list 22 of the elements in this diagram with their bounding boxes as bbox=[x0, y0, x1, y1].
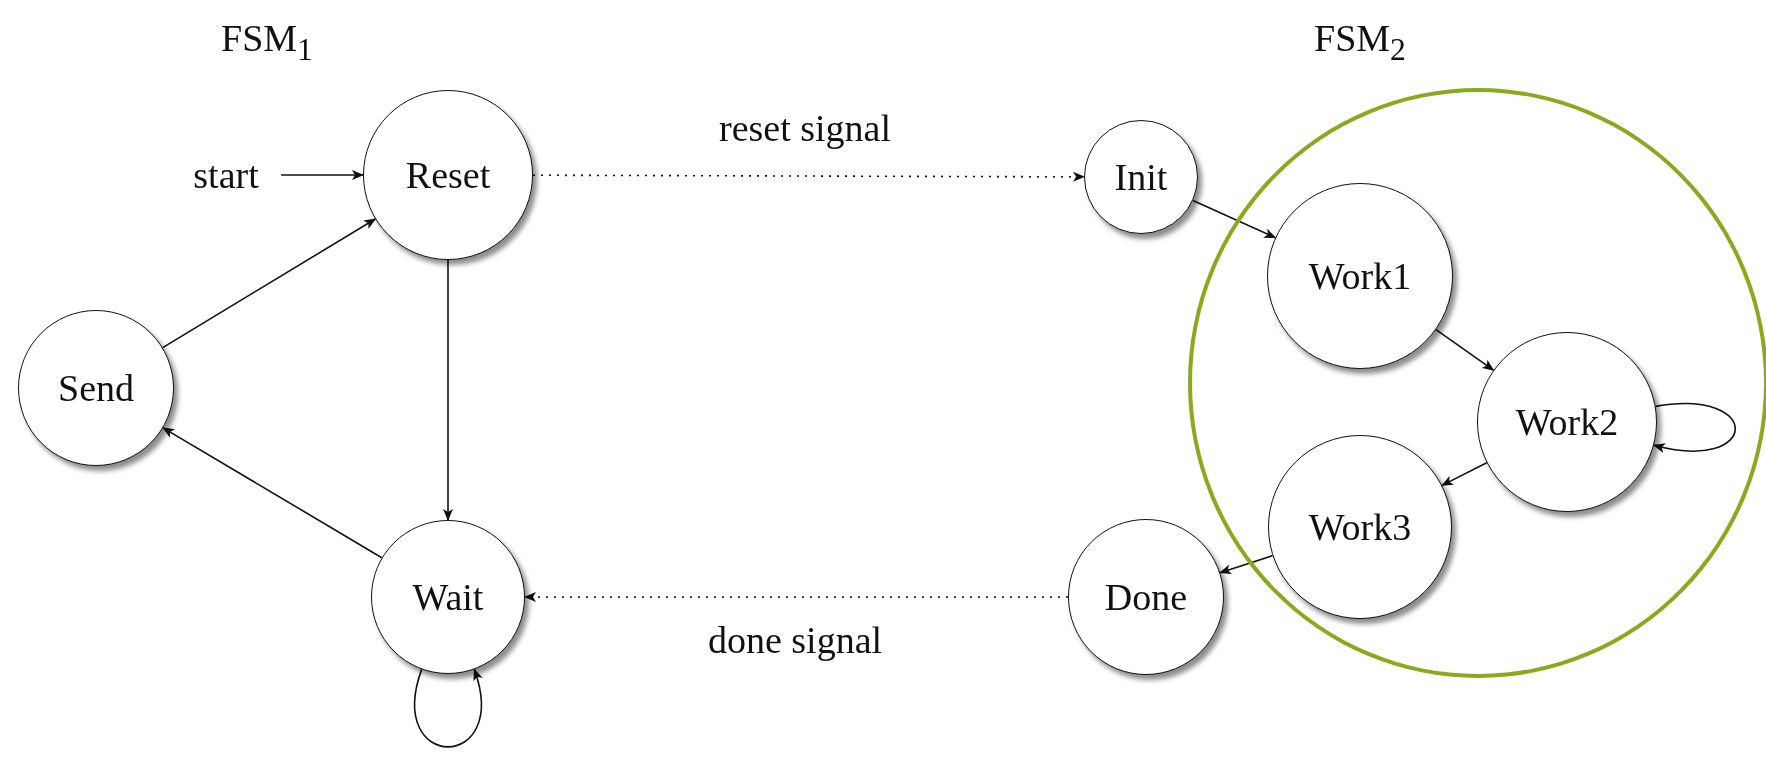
arrow bbox=[1441, 461, 1488, 487]
state-circle: Wait bbox=[371, 520, 525, 674]
arrow bbox=[1219, 554, 1274, 575]
arrow bbox=[532, 171, 1085, 182]
arrow bbox=[162, 427, 383, 559]
state-circle: Send bbox=[18, 310, 174, 466]
arrow bbox=[1652, 402, 1737, 453]
state-circle: Reset bbox=[363, 90, 533, 260]
arrow bbox=[1435, 328, 1495, 371]
arrow bbox=[414, 668, 482, 748]
arrow bbox=[443, 259, 453, 521]
arrow bbox=[524, 592, 1069, 602]
state-circle: Work1 bbox=[1267, 183, 1453, 369]
arrow bbox=[280, 170, 364, 180]
state-circle: Work2 bbox=[1477, 332, 1657, 512]
start-label: start bbox=[171, 150, 281, 200]
group-circle bbox=[1188, 88, 1766, 678]
state-circle: Done bbox=[1068, 519, 1224, 675]
state-circle: Work3 bbox=[1268, 435, 1452, 619]
arrow bbox=[1192, 199, 1277, 239]
state-circle: Init bbox=[1084, 120, 1198, 234]
arrow bbox=[161, 218, 377, 349]
